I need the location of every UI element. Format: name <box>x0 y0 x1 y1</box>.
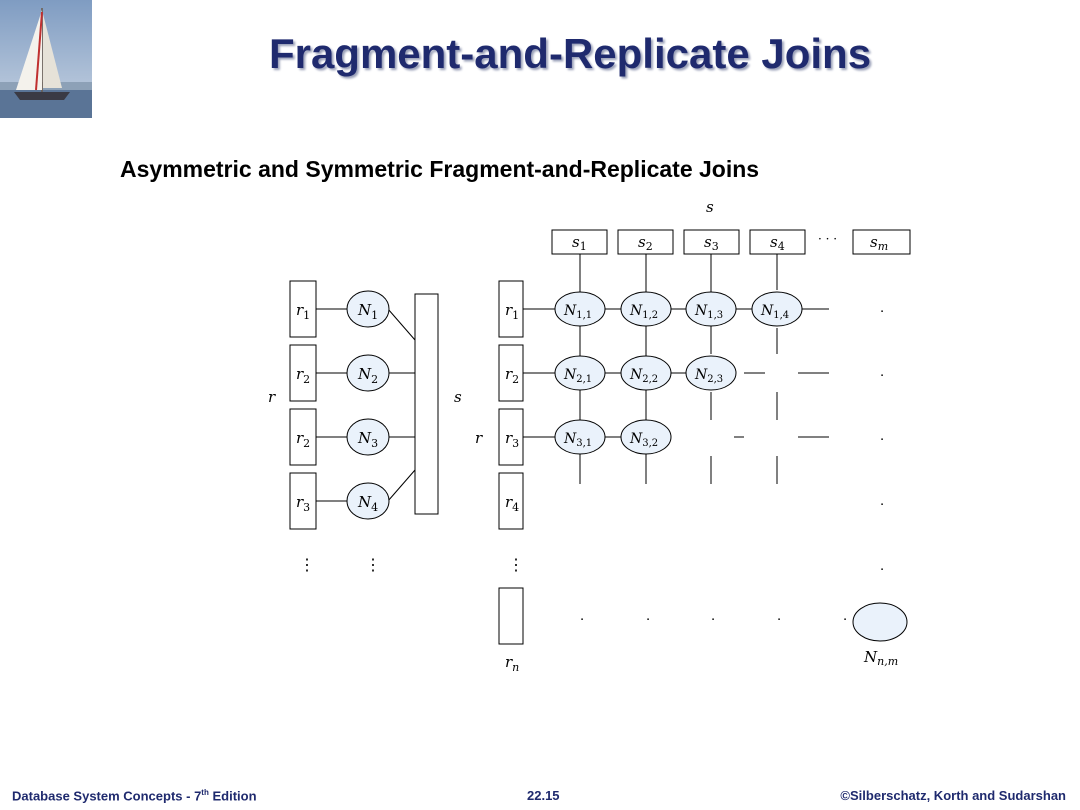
sym-node-label: N1,3 <box>694 303 723 321</box>
asym-r-label: r3 <box>296 493 310 514</box>
footer-slide-number: 22.15 <box>527 788 560 803</box>
sym-s-label: s2 <box>638 233 653 253</box>
sym-dot: . <box>880 557 884 574</box>
sym-node-2-3 <box>685 355 737 391</box>
footer-book-title: Database System Concepts - 7th Edition <box>12 788 257 804</box>
sym-node-label: N1,2 <box>629 303 658 321</box>
sym-node-label: N2,3 <box>694 367 723 385</box>
sailboat-logo <box>0 0 92 118</box>
sym-node-n-m-label: Nn,m <box>863 648 898 668</box>
asym-node-label: N1 <box>357 301 378 322</box>
asym-node-label: N2 <box>357 365 378 386</box>
sym-node-3-1 <box>554 419 606 455</box>
sym-r-label: r4 <box>505 493 519 514</box>
sym-relation-s-label: s <box>706 198 714 216</box>
sym-dot: . <box>646 607 650 624</box>
sym-sm-box <box>852 229 911 255</box>
asym-node-label: N3 <box>357 429 378 450</box>
sym-s-label: s4 <box>770 233 785 253</box>
asym-node-2 <box>346 354 390 392</box>
slide-subtitle: Asymmetric and Symmetric Fragment-and-Re… <box>120 156 760 182</box>
sym-dot: . <box>880 427 884 444</box>
sym-dot: . <box>580 607 584 624</box>
sym-node-2-2 <box>620 355 672 391</box>
asym-node-1 <box>346 290 390 328</box>
sym-node-2-1 <box>554 355 606 391</box>
sym-r-label: r2 <box>505 365 519 386</box>
sym-r-ellipsis: ⋮ <box>508 555 524 574</box>
footer-copyright: ©Silberschatz, Korth and Sudarshan <box>840 788 1066 803</box>
asym-node-ellipsis: ⋮ <box>365 555 381 574</box>
asym-node-4 <box>346 482 390 520</box>
sym-dot: . <box>880 299 884 316</box>
asym-r-label: r2 <box>296 365 310 386</box>
asym-node-3 <box>346 418 390 456</box>
sym-dot: . <box>777 607 781 624</box>
sym-relation-r-label: r <box>475 429 483 447</box>
slide-title: Fragment-and-Replicate Joins <box>268 30 872 77</box>
sym-node-1-4 <box>751 291 803 327</box>
sym-node-label: N3,1 <box>563 431 592 449</box>
sym-node-n-m <box>852 602 908 642</box>
sym-s-ellipsis: · · · <box>818 232 837 246</box>
sym-dot: . <box>880 492 884 509</box>
sym-s-label: s3 <box>704 233 719 253</box>
fragment-replicate-diagram: r1 r2 r2 r3 N1 N2 N3 N4 r s ⋮ ⋮ <box>268 198 911 674</box>
asym-r-label: r1 <box>296 301 310 322</box>
sym-r-label: r1 <box>505 301 519 322</box>
sym-node-label: N1,4 <box>760 303 789 321</box>
sym-node-label: N1,1 <box>563 303 592 321</box>
sym-s-label: s1 <box>572 233 587 253</box>
sym-node-label: N3,2 <box>629 431 658 449</box>
sym-dot: . <box>711 607 715 624</box>
sym-dot: . <box>843 607 847 624</box>
sym-s-label: sm <box>870 233 888 253</box>
sym-node-label: N2,1 <box>563 367 592 385</box>
asym-node-label: N4 <box>357 493 378 514</box>
sym-node-1-3 <box>685 291 737 327</box>
sym-node-1-2 <box>620 291 672 327</box>
asym-r-ellipsis: ⋮ <box>299 555 315 574</box>
sym-node-label: N2,2 <box>629 367 658 385</box>
sym-r4-box <box>498 472 524 530</box>
asym-relation-s-label: s <box>454 388 462 406</box>
sym-node-1-1 <box>554 291 606 327</box>
sym-dot: . <box>880 363 884 380</box>
asym-relation-r-label: r <box>268 388 276 406</box>
sym-rn-box <box>498 587 524 645</box>
asym-r-label: r2 <box>296 429 310 450</box>
sym-node-3-2 <box>620 419 672 455</box>
sym-rn-label: rn <box>505 653 519 674</box>
sym-r-label: r3 <box>505 429 519 450</box>
asym-s-box <box>414 293 439 515</box>
